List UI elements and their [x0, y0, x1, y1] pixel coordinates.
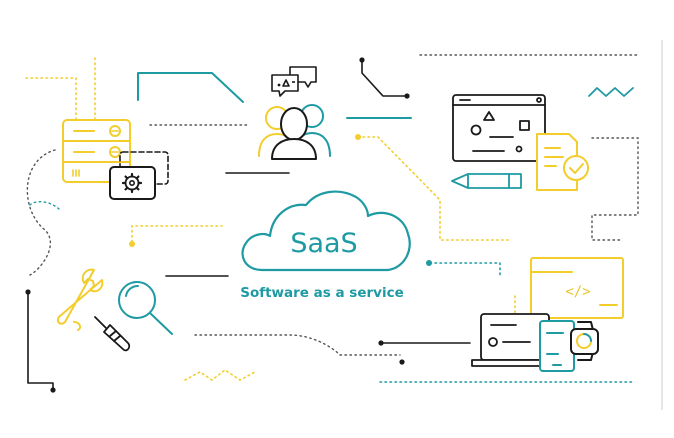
screwdriver-icon [94, 316, 131, 352]
users-group-icon [258, 104, 331, 160]
decorative-solid-lines [25, 57, 634, 393]
code-window-icon [530, 257, 624, 319]
chat-bubbles-icon [271, 66, 317, 97]
laptop-icon [471, 313, 559, 367]
settings-gear-icon [109, 151, 169, 200]
browser-window-icon [452, 94, 546, 162]
cloud-title: SaaS [290, 228, 357, 259]
smartwatch-icon [570, 321, 599, 361]
wrench-icon [56, 268, 104, 331]
cloud-subtitle: Software as a service [240, 285, 404, 301]
code-tag-symbol: </> [565, 284, 590, 300]
magnifier-icon [118, 281, 173, 335]
document-check-icon [536, 133, 589, 191]
cloud-icon: SaaS [241, 190, 411, 272]
pencil-icon [451, 173, 522, 189]
phone-icon [539, 320, 575, 372]
